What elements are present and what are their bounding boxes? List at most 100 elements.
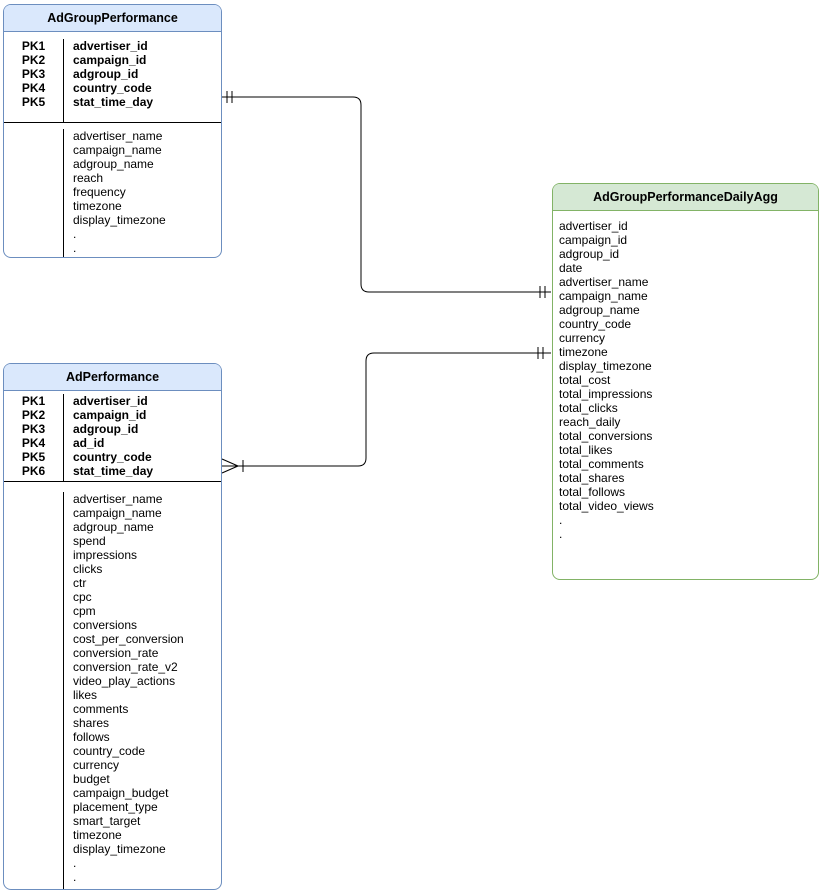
pk-label: PK3 <box>21 422 46 436</box>
pk-label: PK6 <box>21 464 46 478</box>
field-name: cpc <box>73 590 92 604</box>
field-name: campaign_budget <box>73 786 169 800</box>
connector-line <box>222 352 551 467</box>
relationship-adperformance-to-dailyagg <box>221 347 551 474</box>
field-name: total_shares <box>559 471 625 485</box>
pk-field-name: campaign_id <box>73 53 147 67</box>
field-name: adgroup_name <box>559 303 640 317</box>
body-keys-column <box>4 129 64 257</box>
field-name: frequency <box>73 185 126 199</box>
pk-field-name: stat_time_day <box>73 464 154 478</box>
field-name: adgroup_id <box>559 247 620 261</box>
pk-field-name: campaign_id <box>73 408 147 422</box>
crow-foot-many-marker <box>221 458 244 474</box>
field-name: comments <box>73 702 129 716</box>
field-name: conversions <box>73 618 138 632</box>
pk-field-name: stat_time_day <box>73 95 154 109</box>
one-and-only-one-marker <box>226 91 233 103</box>
pk-label: PK2 <box>21 53 46 67</box>
field-name: . <box>73 870 77 884</box>
field-name: timezone <box>559 345 608 359</box>
field-name: . <box>73 227 77 241</box>
field-name: currency <box>73 758 120 772</box>
connector-line <box>222 96 551 293</box>
pk-label: PK4 <box>21 81 46 95</box>
pk-field-name: country_code <box>73 450 152 464</box>
field-name: clicks <box>73 562 103 576</box>
field-name: cost_per_conversion <box>73 632 184 646</box>
field-name: campaign_name <box>73 506 162 520</box>
field-name: placement_type <box>73 800 158 814</box>
field-name: . <box>73 856 77 870</box>
field-name: total_follows <box>559 485 626 499</box>
entity-title: AdGroupPerformanceDailyAgg <box>553 184 818 211</box>
one-and-only-one-marker <box>537 347 544 359</box>
body-keys-column <box>4 492 64 889</box>
one-and-only-one-marker <box>539 286 546 298</box>
pk-label: PK1 <box>21 394 46 408</box>
field-name: reach_daily <box>559 415 621 429</box>
field-name: . <box>73 241 77 255</box>
field-name: impressions <box>73 548 138 562</box>
field-name: . <box>559 527 563 541</box>
field-name: adgroup_name <box>73 520 154 534</box>
field-name: advertiser_name <box>73 492 163 506</box>
pk-label: PK5 <box>21 95 46 109</box>
field-name: total_clicks <box>559 401 618 415</box>
field-name: advertiser_id <box>559 219 628 233</box>
field-name: video_play_actions <box>73 674 176 688</box>
field-name: follows <box>73 730 110 744</box>
field-name: timezone <box>73 199 122 213</box>
entity-title: AdPerformance <box>4 364 221 391</box>
pk-label: PK4 <box>21 436 46 450</box>
field-name: campaign_name <box>559 289 648 303</box>
entity-title: AdGroupPerformance <box>4 5 221 32</box>
field-name: shares <box>73 716 110 730</box>
field-name: total_video_views <box>559 499 654 513</box>
pk-field-name: advertiser_id <box>73 394 148 408</box>
field-name: . <box>559 513 563 527</box>
field-name: campaign_name <box>73 143 162 157</box>
pk-label: PK1 <box>21 39 46 53</box>
relationship-adgroupperformance-to-dailyagg <box>222 91 551 298</box>
field-name: date <box>559 261 583 275</box>
field-name: advertiser_name <box>559 275 649 289</box>
field-name: campaign_id <box>559 233 628 247</box>
pk-field-name: ad_id <box>73 436 105 450</box>
field-name: total_cost <box>559 373 611 387</box>
field-name: smart_target <box>73 814 141 828</box>
field-name: spend <box>73 534 106 548</box>
pk-label: PK3 <box>21 67 46 81</box>
pk-field-name: country_code <box>73 81 152 95</box>
entity-adgroup-performance-daily-agg[interactable]: AdGroupPerformanceDailyAgg advertiser_id… <box>552 183 819 580</box>
pk-label: PK5 <box>21 450 46 464</box>
field-name: likes <box>73 688 98 702</box>
pk-label: PK2 <box>21 408 46 422</box>
field-name: display_timezone <box>73 842 166 856</box>
field-name: advertiser_name <box>73 129 163 143</box>
field-name: total_conversions <box>559 429 653 443</box>
pk-field-name: adgroup_id <box>73 422 139 436</box>
field-name: reach <box>73 171 104 185</box>
field-name: currency <box>559 331 606 345</box>
pk-field-name: advertiser_id <box>73 39 148 53</box>
field-name: total_likes <box>559 443 613 457</box>
field-name: total_impressions <box>559 387 653 401</box>
field-name: timezone <box>73 828 122 842</box>
field-name: ctr <box>73 576 87 590</box>
field-name: display_timezone <box>73 213 166 227</box>
